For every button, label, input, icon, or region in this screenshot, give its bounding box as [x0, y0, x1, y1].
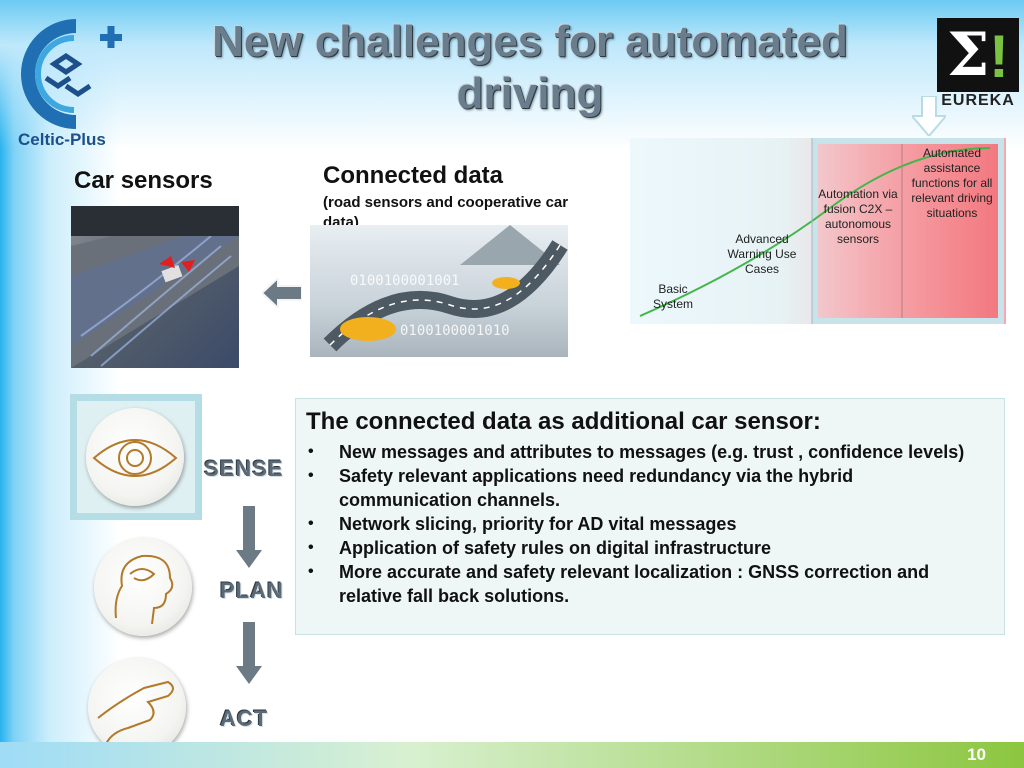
slide-title: New challenges for automated driving [212, 17, 848, 118]
act-label: ACT [220, 706, 269, 731]
plan-circle [94, 538, 192, 636]
celtic-plus-wordmark: Celtic-Plus [18, 130, 106, 149]
sense-circle [86, 408, 184, 506]
automation-highlight-panel [812, 138, 1004, 324]
plan-label: PLAN [220, 578, 284, 603]
info-box-bullets: New messages and attributes to messages … [306, 440, 986, 608]
connected-data-label: Connected data [323, 162, 504, 189]
eureka-logo-mark: Σ ! [937, 18, 1019, 92]
down-arrow-plan-act-icon [236, 622, 262, 684]
automation-level-basic: Basic System [652, 282, 693, 311]
page-number: 10 [967, 745, 986, 764]
svg-text:0100100001001: 0100100001001 [350, 273, 460, 289]
left-arrow-icon [262, 278, 302, 308]
info-box-title: The connected data as additional car sen… [306, 408, 821, 435]
car-sensors-label: Car sensors [74, 167, 213, 194]
car-sensors-image [71, 206, 239, 368]
automation-level-automated: Automated assistance functions for all r… [911, 146, 993, 220]
connected-data-image: 0100100001001 0100100001010 [310, 225, 568, 357]
eureka-wordmark: EUREKA [941, 92, 1015, 109]
bullet-item: Application of safety rules on digital i… [306, 536, 986, 560]
eureka-logo: Σ ! EUREKA [937, 18, 1019, 110]
footer-band [0, 742, 1024, 768]
sigma-icon: Σ [947, 20, 990, 90]
automation-curve [639, 138, 991, 324]
sense-label: SENSE [204, 456, 284, 481]
down-arrow-sense-plan-icon [236, 506, 262, 568]
automation-levels-graphic: Basic System Advanced Warning Use Cases … [630, 138, 1006, 324]
bullet-item: More accurate and safety relevant locali… [306, 560, 986, 608]
celtic-plus-logo [16, 16, 128, 150]
act-circle [88, 658, 186, 756]
header-band [0, 0, 1024, 150]
svg-text:0100100001010: 0100100001010 [400, 323, 510, 339]
connected-data-info-box: The connected data as additional car sen… [295, 398, 1005, 635]
down-arrow-icon [912, 96, 946, 136]
automation-level-fusion: Automation via fusion C2X – autonomous s… [818, 187, 898, 246]
exclamation-icon: ! [989, 23, 1009, 90]
bullet-item: Network slicing, priority for AD vital m… [306, 512, 986, 536]
automation-level-advanced-warning: Advanced Warning Use Cases [727, 232, 797, 276]
bullet-item: Safety relevant applications need redund… [306, 464, 986, 512]
bullet-item: New messages and attributes to messages … [306, 440, 986, 464]
